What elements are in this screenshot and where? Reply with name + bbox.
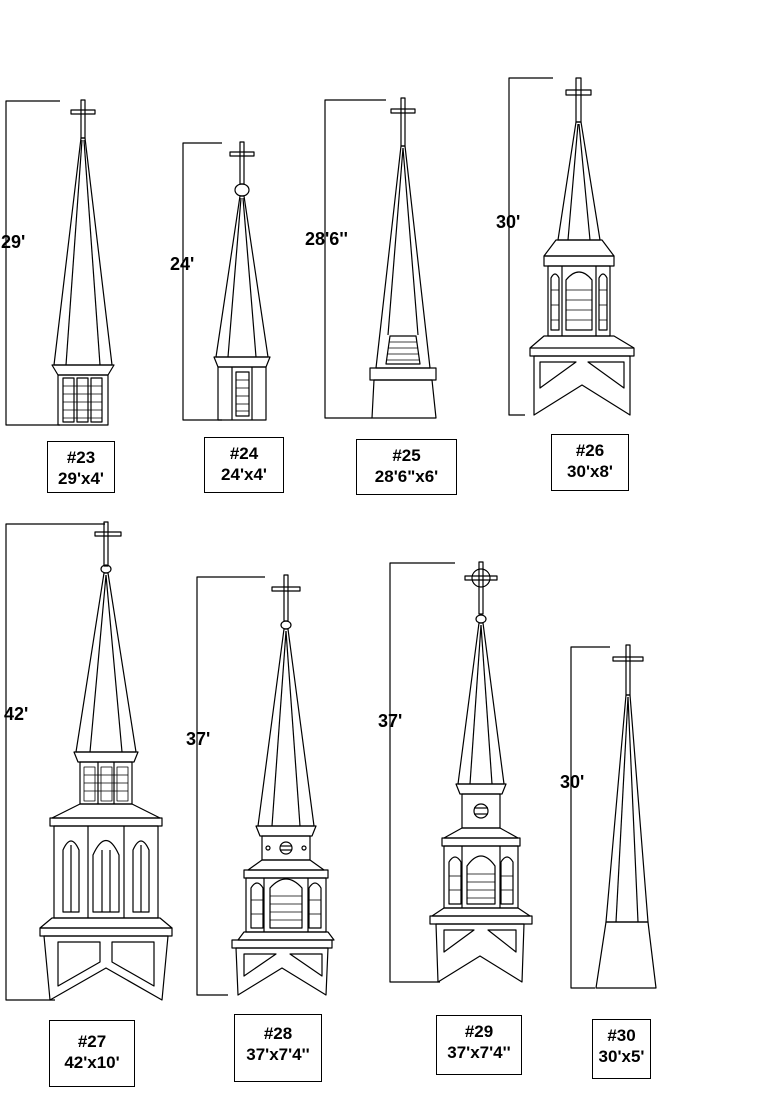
caption-26: #26 30'x8' xyxy=(551,434,629,491)
cross-icon xyxy=(390,97,416,147)
height-label-30: 30' xyxy=(560,772,585,792)
louver-vents xyxy=(250,878,322,929)
celtic-cross-icon xyxy=(464,561,498,615)
steeple-number: #27 xyxy=(77,1032,107,1051)
height-bracket-23 xyxy=(5,100,60,426)
height-bracket-25 xyxy=(324,99,386,419)
steeple-number: #25 xyxy=(392,446,421,465)
steeple-26 xyxy=(529,77,635,416)
caption-27: #27 42'x10' xyxy=(49,1020,135,1087)
caption-29: #29 37'x7'4'' xyxy=(436,1015,522,1075)
steeple-number: #24 xyxy=(229,444,259,463)
steeple-size: 42'x10' xyxy=(64,1053,120,1072)
height-label-28: 37' xyxy=(186,729,211,749)
steeple-23 xyxy=(51,99,115,426)
height-bracket-24 xyxy=(182,142,222,421)
cross-icon xyxy=(229,141,255,185)
caption-28: #28 37'x7'4'' xyxy=(234,1014,322,1082)
height-bracket-30 xyxy=(570,646,610,989)
height-label-23: 29' xyxy=(1,232,26,252)
steeple-number: #23 xyxy=(66,448,96,467)
steeple-29 xyxy=(429,561,533,983)
steeple-size: 30'x5' xyxy=(598,1047,645,1066)
steeple-number: #29 xyxy=(464,1022,494,1041)
round-vent xyxy=(473,803,489,819)
height-bracket-26 xyxy=(508,77,553,416)
cross-icon xyxy=(94,521,122,567)
steeple-30 xyxy=(595,644,657,989)
gothic-windows xyxy=(62,839,150,913)
louver-vents xyxy=(550,271,608,331)
steeple-size: 37'x7'4'' xyxy=(447,1043,511,1062)
louver-vent xyxy=(235,371,250,417)
louver-vent xyxy=(385,335,421,365)
height-label-24: 24' xyxy=(170,254,195,274)
steeple-size: 24'x4' xyxy=(221,465,267,484)
steeple-24 xyxy=(213,141,271,421)
steeple-size: 30'x8' xyxy=(567,462,613,481)
caption-25: #25 28'6"x6' xyxy=(356,439,457,495)
steeple-25 xyxy=(369,97,437,419)
height-label-29: 37' xyxy=(378,711,403,731)
louver-vents xyxy=(448,855,514,905)
steeple-number: #30 xyxy=(607,1026,636,1045)
cross-icon xyxy=(565,77,592,123)
steeple-size: 37'x7'4'' xyxy=(246,1045,310,1064)
caption-23: #23 29'x4' xyxy=(47,441,115,493)
cross-icon xyxy=(612,644,644,696)
cross-icon xyxy=(70,99,96,139)
height-label-25: 28'6'' xyxy=(305,229,348,249)
steeple-27 xyxy=(39,521,173,1001)
height-bracket-28 xyxy=(196,576,265,996)
steeple-number: #28 xyxy=(263,1024,293,1043)
height-bracket-29 xyxy=(389,562,455,983)
steeple-28 xyxy=(231,574,335,996)
height-label-26: 30' xyxy=(496,212,521,232)
height-label-27: 42' xyxy=(4,704,29,724)
steeple-number: #26 xyxy=(575,441,605,460)
louver-vents xyxy=(62,377,103,423)
height-bracket-27 xyxy=(5,523,105,1001)
steeple-size: 28'6"x6' xyxy=(374,467,439,486)
cross-icon xyxy=(271,574,301,622)
round-vent xyxy=(279,841,293,855)
caption-24: #24 24'x4' xyxy=(204,437,284,493)
steeple-size: 29'x4' xyxy=(58,469,104,488)
caption-30: #30 30'x5' xyxy=(592,1019,651,1079)
